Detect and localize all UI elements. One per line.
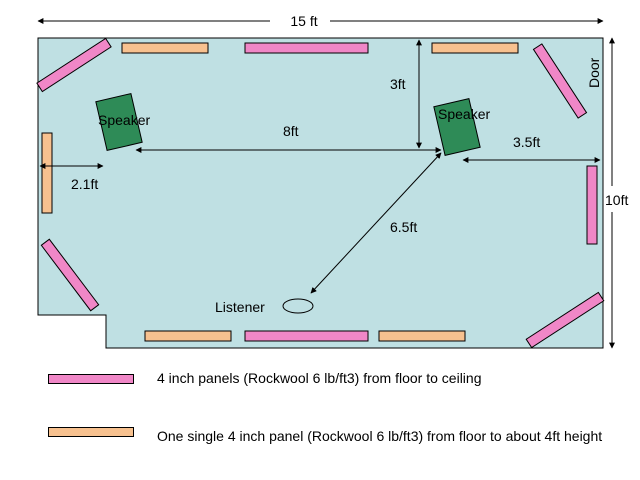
height-label: 10ft: [605, 192, 628, 208]
front-wall-distance-label: 3ft: [390, 76, 406, 92]
legend-swatch-half-panel: [48, 427, 134, 437]
panel-full-corner-bottom-left: [40, 238, 100, 312]
room-outline: [37, 37, 604, 349]
panel-half-bottom-left: [144, 330, 232, 342]
speaker-left-box: [95, 92, 143, 152]
listener-distance-label: 6.5ft: [390, 219, 417, 235]
panel-half-left-wall: [41, 132, 53, 214]
speaker-left-label: Speaker: [98, 112, 150, 128]
panel-full-corner-top-right: [532, 43, 588, 119]
speaker-right-label: Speaker: [438, 106, 490, 122]
panel-full-corner-top-left: [36, 37, 112, 93]
door-label: Door: [586, 57, 602, 88]
listener-label: Listener: [215, 299, 265, 315]
panel-half-top-right: [431, 42, 519, 54]
panel-full-top-center: [244, 42, 369, 54]
panel-half-top-left: [121, 42, 209, 54]
panel-full-bottom-center: [244, 330, 369, 342]
speaker-spacing-label: 8ft: [283, 123, 299, 139]
side-wall-distance-label: 3.5ft: [513, 134, 540, 150]
left-wall-distance-label: 2.1ft: [71, 176, 98, 192]
listener-position: [282, 298, 314, 314]
panel-full-corner-bottom-right: [525, 291, 605, 349]
legend-text-half-panel: One single 4 inch panel (Rockwool 6 lb/f…: [157, 428, 603, 444]
legend-swatch-full-panel: [48, 374, 134, 384]
width-label: 15 ft: [290, 13, 317, 29]
listener-distance-line: [310, 152, 442, 294]
panel-full-right-wall: [586, 165, 598, 245]
panel-half-bottom-right: [378, 330, 466, 342]
speaker-right-box: [433, 97, 481, 157]
legend-text-full-panel: 4 inch panels (Rockwool 6 lb/ft3) from f…: [157, 370, 482, 386]
